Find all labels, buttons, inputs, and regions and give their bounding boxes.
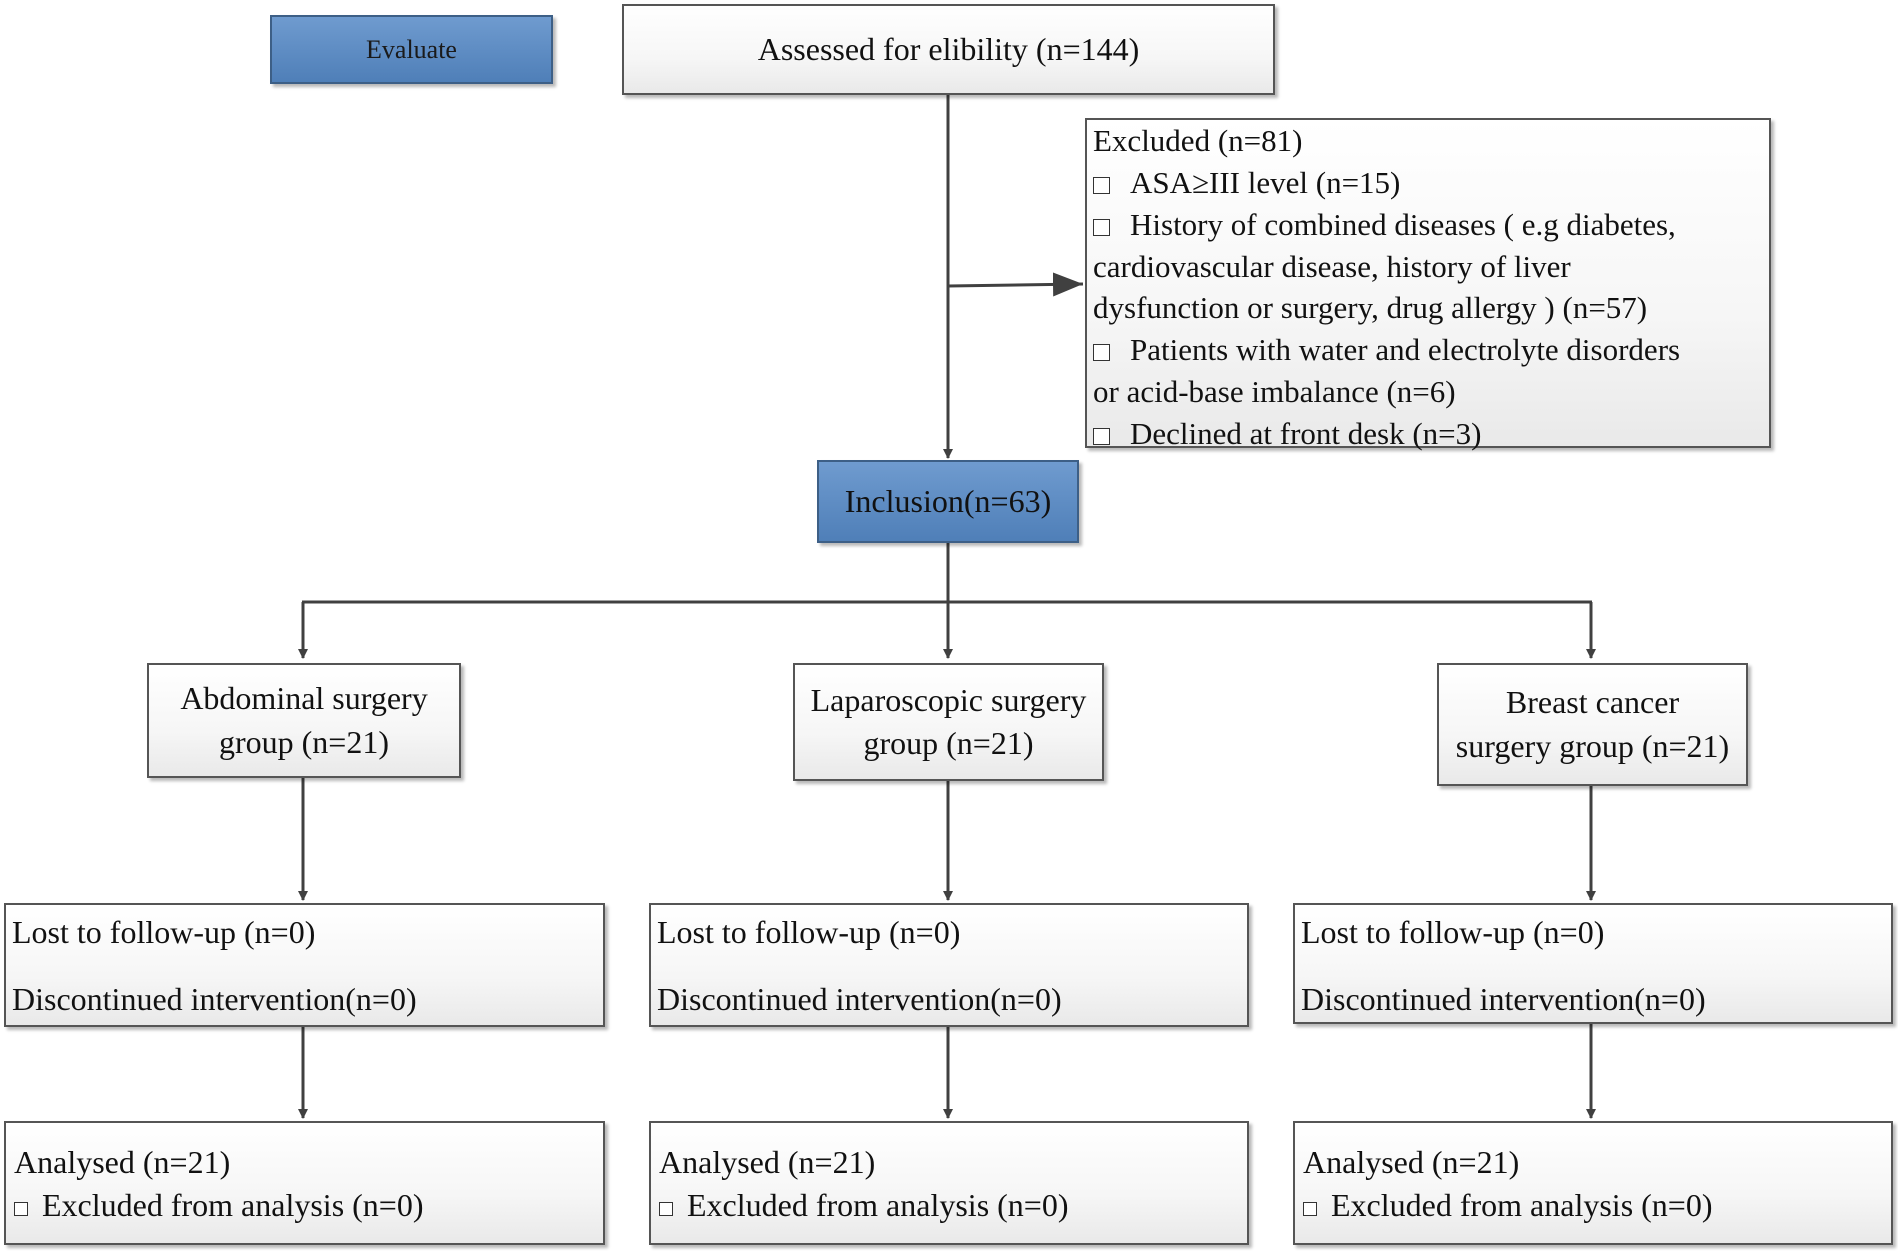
analysed-title: Analysed (n=21)	[1303, 1144, 1520, 1180]
analysed-title: Analysed (n=21)	[14, 1144, 231, 1180]
followup-box-1: Lost to follow-up (n=0) Discontinued int…	[4, 903, 605, 1027]
checkbox-icon	[1093, 176, 1110, 194]
excluded-item-declined: Declined at front desk (n=3)	[1093, 413, 1769, 455]
excluded-title: Excluded (n=81)	[1093, 123, 1303, 158]
analysed-box-1: Analysed (n=21) Excluded from analysis (…	[4, 1121, 605, 1245]
excluded-from-analysis: Excluded from analysis (n=0)	[42, 1187, 424, 1224]
group-box-abdominal: Abdominal surgery group (n=21)	[147, 663, 461, 778]
inclusion-box: Inclusion(n=63)	[817, 460, 1079, 543]
analysed-box-3: Analysed (n=21) Excluded from analysis (…	[1293, 1121, 1893, 1245]
assessed-box: Assessed for elibility (n=144)	[622, 4, 1275, 95]
checkbox-icon	[1093, 218, 1110, 236]
excluded-item-combined-diseases: History of combined diseases ( e.g diabe…	[1093, 206, 1676, 326]
checkbox-icon	[14, 1202, 28, 1217]
analysed-title: Analysed (n=21)	[659, 1144, 876, 1180]
discontinued-intervention: Discontinued intervention(n=0)	[1301, 981, 1706, 1017]
excluded-from-analysis: Excluded from analysis (n=0)	[1331, 1187, 1713, 1224]
followup-box-3: Lost to follow-up (n=0) Discontinued int…	[1293, 903, 1893, 1024]
excluded-item-asa: ASA≥III level (n=15)	[1093, 162, 1769, 204]
excluded-box: Excluded (n=81) ASA≥III level (n=15) His…	[1085, 118, 1771, 451]
evaluate-label: Evaluate	[366, 34, 457, 64]
inclusion-text: Inclusion(n=63)	[844, 482, 1052, 519]
discontinued-intervention: Discontinued intervention(n=0)	[657, 981, 1062, 1017]
followup-box-2: Lost to follow-up (n=0) Discontinued int…	[649, 903, 1249, 1027]
analysed-box-2: Analysed (n=21) Excluded from analysis (…	[649, 1121, 1249, 1245]
assessed-text: Assessed for elibility (n=144)	[757, 30, 1140, 67]
checkbox-icon	[1303, 1202, 1317, 1217]
checkbox-icon	[1093, 427, 1110, 445]
checkbox-icon	[1093, 344, 1110, 362]
excluded-item-electrolyte: Patients with water and electrolyte diso…	[1093, 332, 1681, 410]
evaluate-box: Evaluate	[270, 15, 553, 84]
group-box-laparoscopic: Laparoscopic surgery group (n=21)	[793, 663, 1104, 781]
lost-to-followup: Lost to follow-up (n=0)	[12, 914, 316, 950]
group-box-breast-cancer: Breast cancer surgery group (n=21)	[1437, 663, 1748, 786]
arrow-to-excluded	[947, 272, 1084, 297]
lost-to-followup: Lost to follow-up (n=0)	[657, 914, 961, 950]
lost-to-followup: Lost to follow-up (n=0)	[1301, 914, 1605, 950]
excluded-from-analysis: Excluded from analysis (n=0)	[687, 1187, 1069, 1224]
checkbox-icon	[659, 1202, 673, 1217]
discontinued-intervention: Discontinued intervention(n=0)	[12, 981, 417, 1017]
